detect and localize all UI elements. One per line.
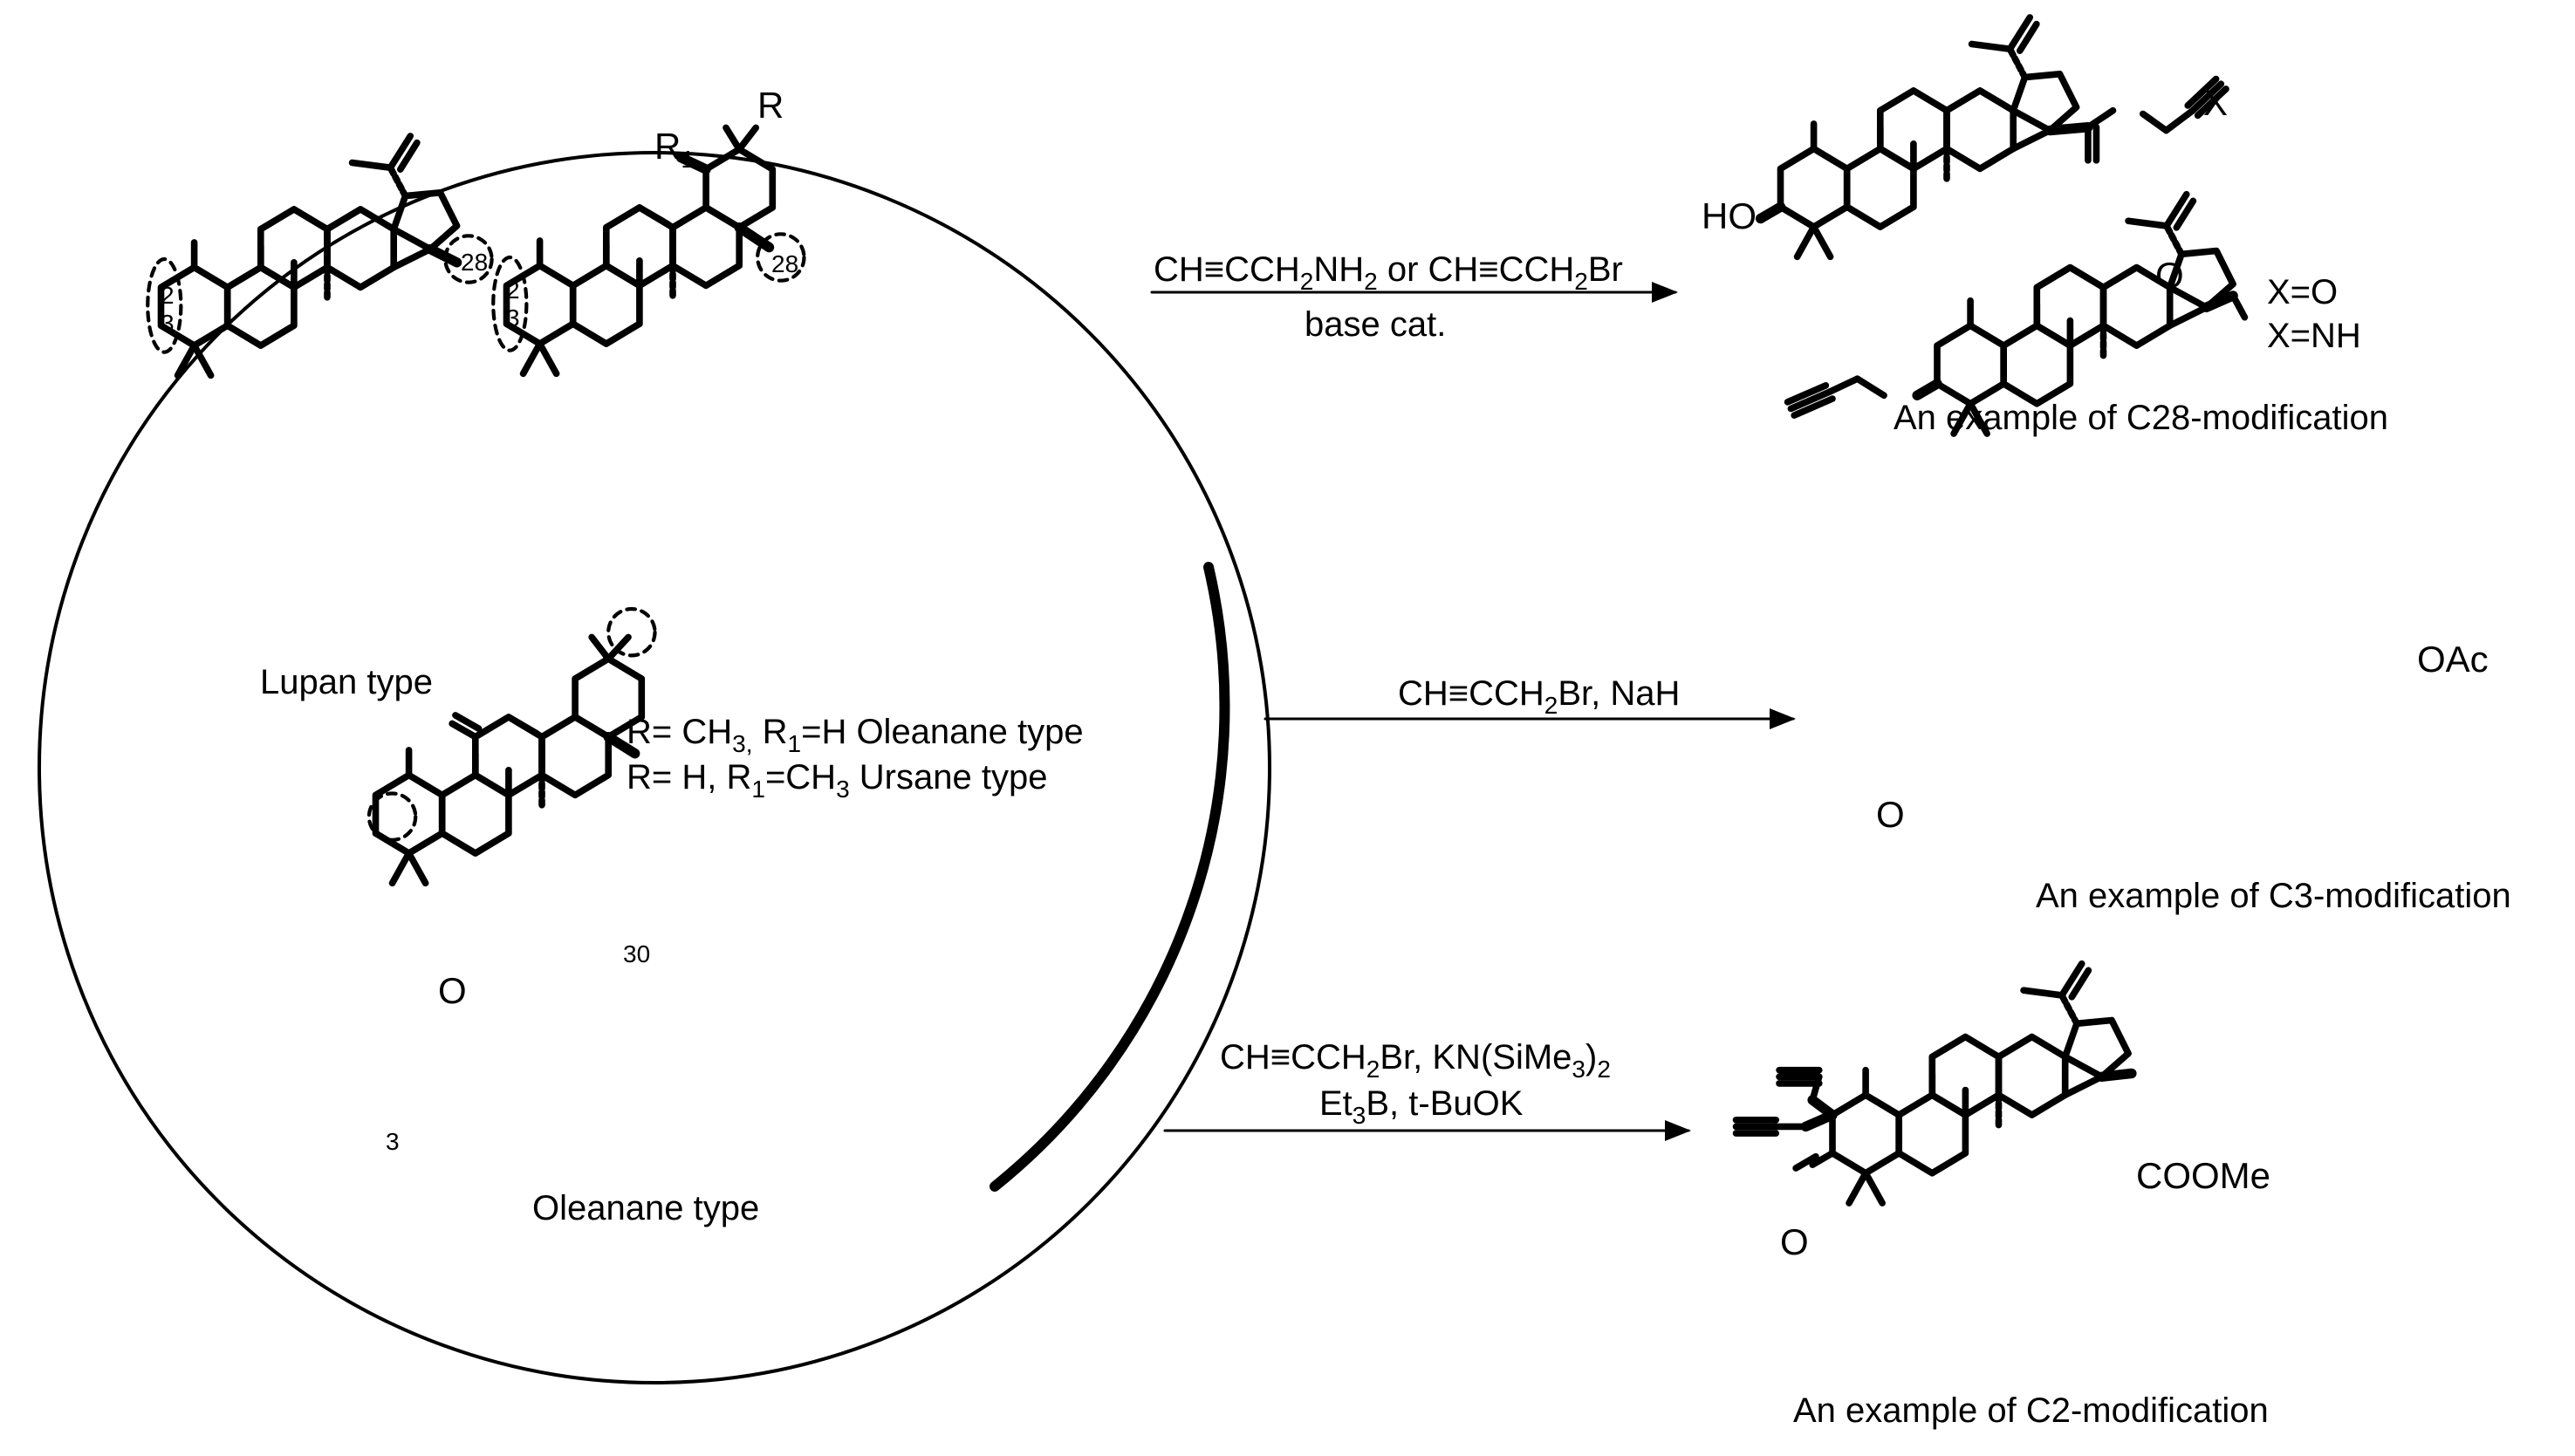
lupan-pos-3: 3 — [161, 310, 175, 337]
glycyrrhetinic-oxo: O — [438, 970, 467, 1011]
reaction-3-reagent-line1: CH≡CCH2Br, KN(SiMe3)2 — [1220, 1038, 1611, 1083]
lupan-pos-28: 28 — [461, 249, 488, 276]
ursane-definition-line2: R= H, R1=CH3 Ursane type — [627, 758, 1047, 803]
oleanane-pos-28: 28 — [771, 250, 798, 277]
oleanane-ursane-scaffold — [491, 124, 806, 378]
product-1-ho: HO — [1702, 195, 1757, 236]
product-3-coome: COOMe — [2136, 1155, 2270, 1196]
glycyrrhetinic-type-label: Oleanane type — [532, 1189, 759, 1227]
oleanane-sub-r: R — [757, 85, 784, 126]
reaction-1-reagent-line1: CH≡CCH2NH2 or CH≡CCH2Br — [1154, 250, 1623, 295]
reaction-1: CH≡CCH2NH2 or CH≡CCH2Br base cat. — [1150, 14, 2388, 437]
lupan-type-label: Lupan type — [260, 663, 433, 701]
product-1-x: X — [2203, 82, 2228, 123]
oleanane-pos-3: 3 — [506, 304, 520, 332]
lupan-ring-d — [324, 206, 398, 291]
product-2-caption: An example of C3-modification — [2036, 877, 2511, 915]
reaction-1-reagent-line2: base cat. — [1305, 305, 1446, 344]
reaction-3-reagent-line2: Et3B, t-BuOK — [1319, 1084, 1524, 1129]
oleanane-definition-line1: R= CH3, R1=H Oleanane type — [627, 713, 1084, 757]
reaction-2: CH≡CCH2Br, NaH O — [1264, 190, 2511, 915]
product-3-structure — [1732, 960, 2137, 1206]
oleanane-sub-r1: R1 — [654, 126, 695, 173]
reaction-2-reagent: CH≡CCH2Br, NaH — [1398, 674, 1680, 719]
product-3-caption: An example of C2-modification — [1793, 1391, 2269, 1430]
oleanane-pos-2: 2 — [506, 277, 520, 304]
glycyrrhetinic-scaffold — [366, 606, 657, 887]
product-1-structure — [1755, 14, 2229, 261]
lupan-scaffold — [146, 133, 494, 379]
product-2-oac: OAc — [2417, 639, 2489, 680]
scaffold-circle — [38, 151, 1271, 1384]
lupan-ring-e — [390, 188, 461, 253]
product-3-ketone-o: O — [1780, 1221, 1809, 1262]
product-1-x-eq-o: X=O — [2267, 273, 2338, 311]
reaction-3: CH≡CCH2Br, KN(SiMe3)2 Et3B, t-BuOK — [1163, 960, 2270, 1430]
product-2-structure — [1784, 190, 2249, 437]
product-1-x-eq-nh: X=NH — [2267, 317, 2361, 355]
lupan-pos-2: 2 — [161, 282, 175, 309]
product-2-ether-o: O — [1876, 794, 1905, 835]
glycyrrhetinic-pos-30: 30 — [623, 940, 650, 967]
glycyrrhetinic-pos-3: 3 — [386, 1128, 400, 1155]
